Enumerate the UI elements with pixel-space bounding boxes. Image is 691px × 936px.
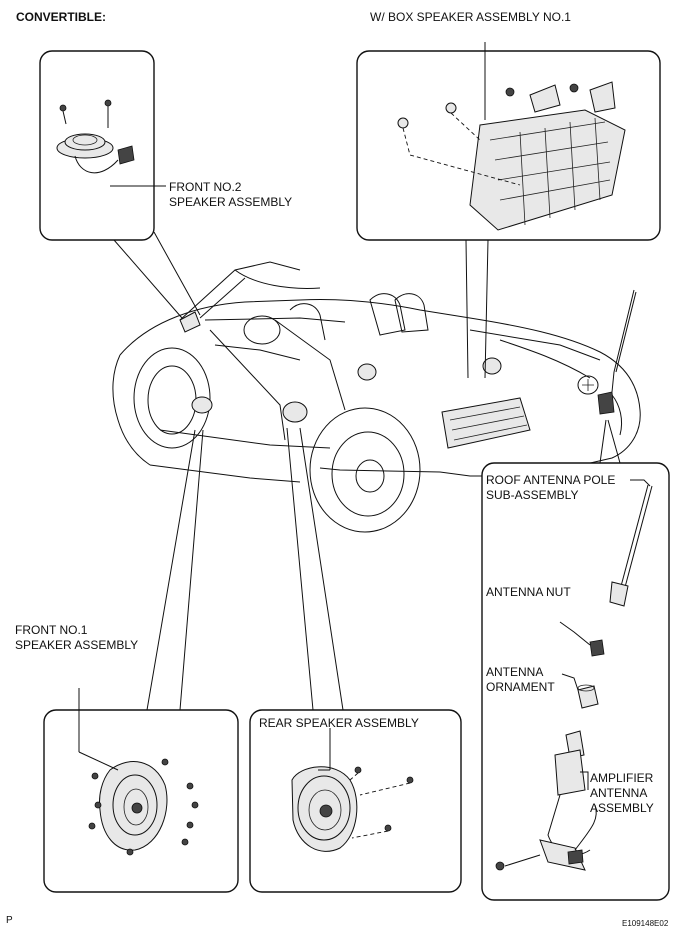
box-speaker-drawing (397, 81, 626, 231)
rear-speaker-label: REAR SPEAKER ASSEMBLY (259, 716, 419, 730)
front-no1-speaker-drawing (88, 758, 199, 856)
rear-speaker-drawing (291, 766, 414, 852)
front-no2-callout-cone (113, 231, 201, 319)
antenna-drawing (495, 479, 653, 871)
antenna-nut-label: ANTENNA NUT (486, 585, 571, 599)
box-speaker-title: W/ BOX SPEAKER ASSEMBLY NO.1 (370, 10, 571, 24)
roof-antenna-pole-label: ROOF ANTENNA POLE SUB-ASSEMBLY (486, 473, 616, 502)
front-no2-speaker-drawing (56, 99, 135, 174)
box-speaker-callout-cone (465, 239, 489, 379)
page-letter: P (6, 915, 13, 926)
front-no2-speaker-label: FRONT NO.2 SPEAKER ASSEMBLY (169, 180, 293, 209)
convertible-car-illustration (112, 261, 641, 533)
amplifier-antenna-label: AMPLIFIER ANTENNA ASSEMBLY (590, 771, 654, 815)
convertible-heading: CONVERTIBLE: (16, 10, 106, 24)
front-no1-callout-cone (146, 429, 204, 711)
rear-speaker-callout-cone (286, 427, 344, 711)
antenna-ornament-label: ANTENNA ORNAMENT (486, 665, 555, 694)
antenna-callout-cone (599, 419, 621, 464)
figure-code: E109148E02 (622, 919, 669, 928)
front-no1-speaker-label: FRONT NO.1 SPEAKER ASSEMBLY (15, 623, 139, 652)
